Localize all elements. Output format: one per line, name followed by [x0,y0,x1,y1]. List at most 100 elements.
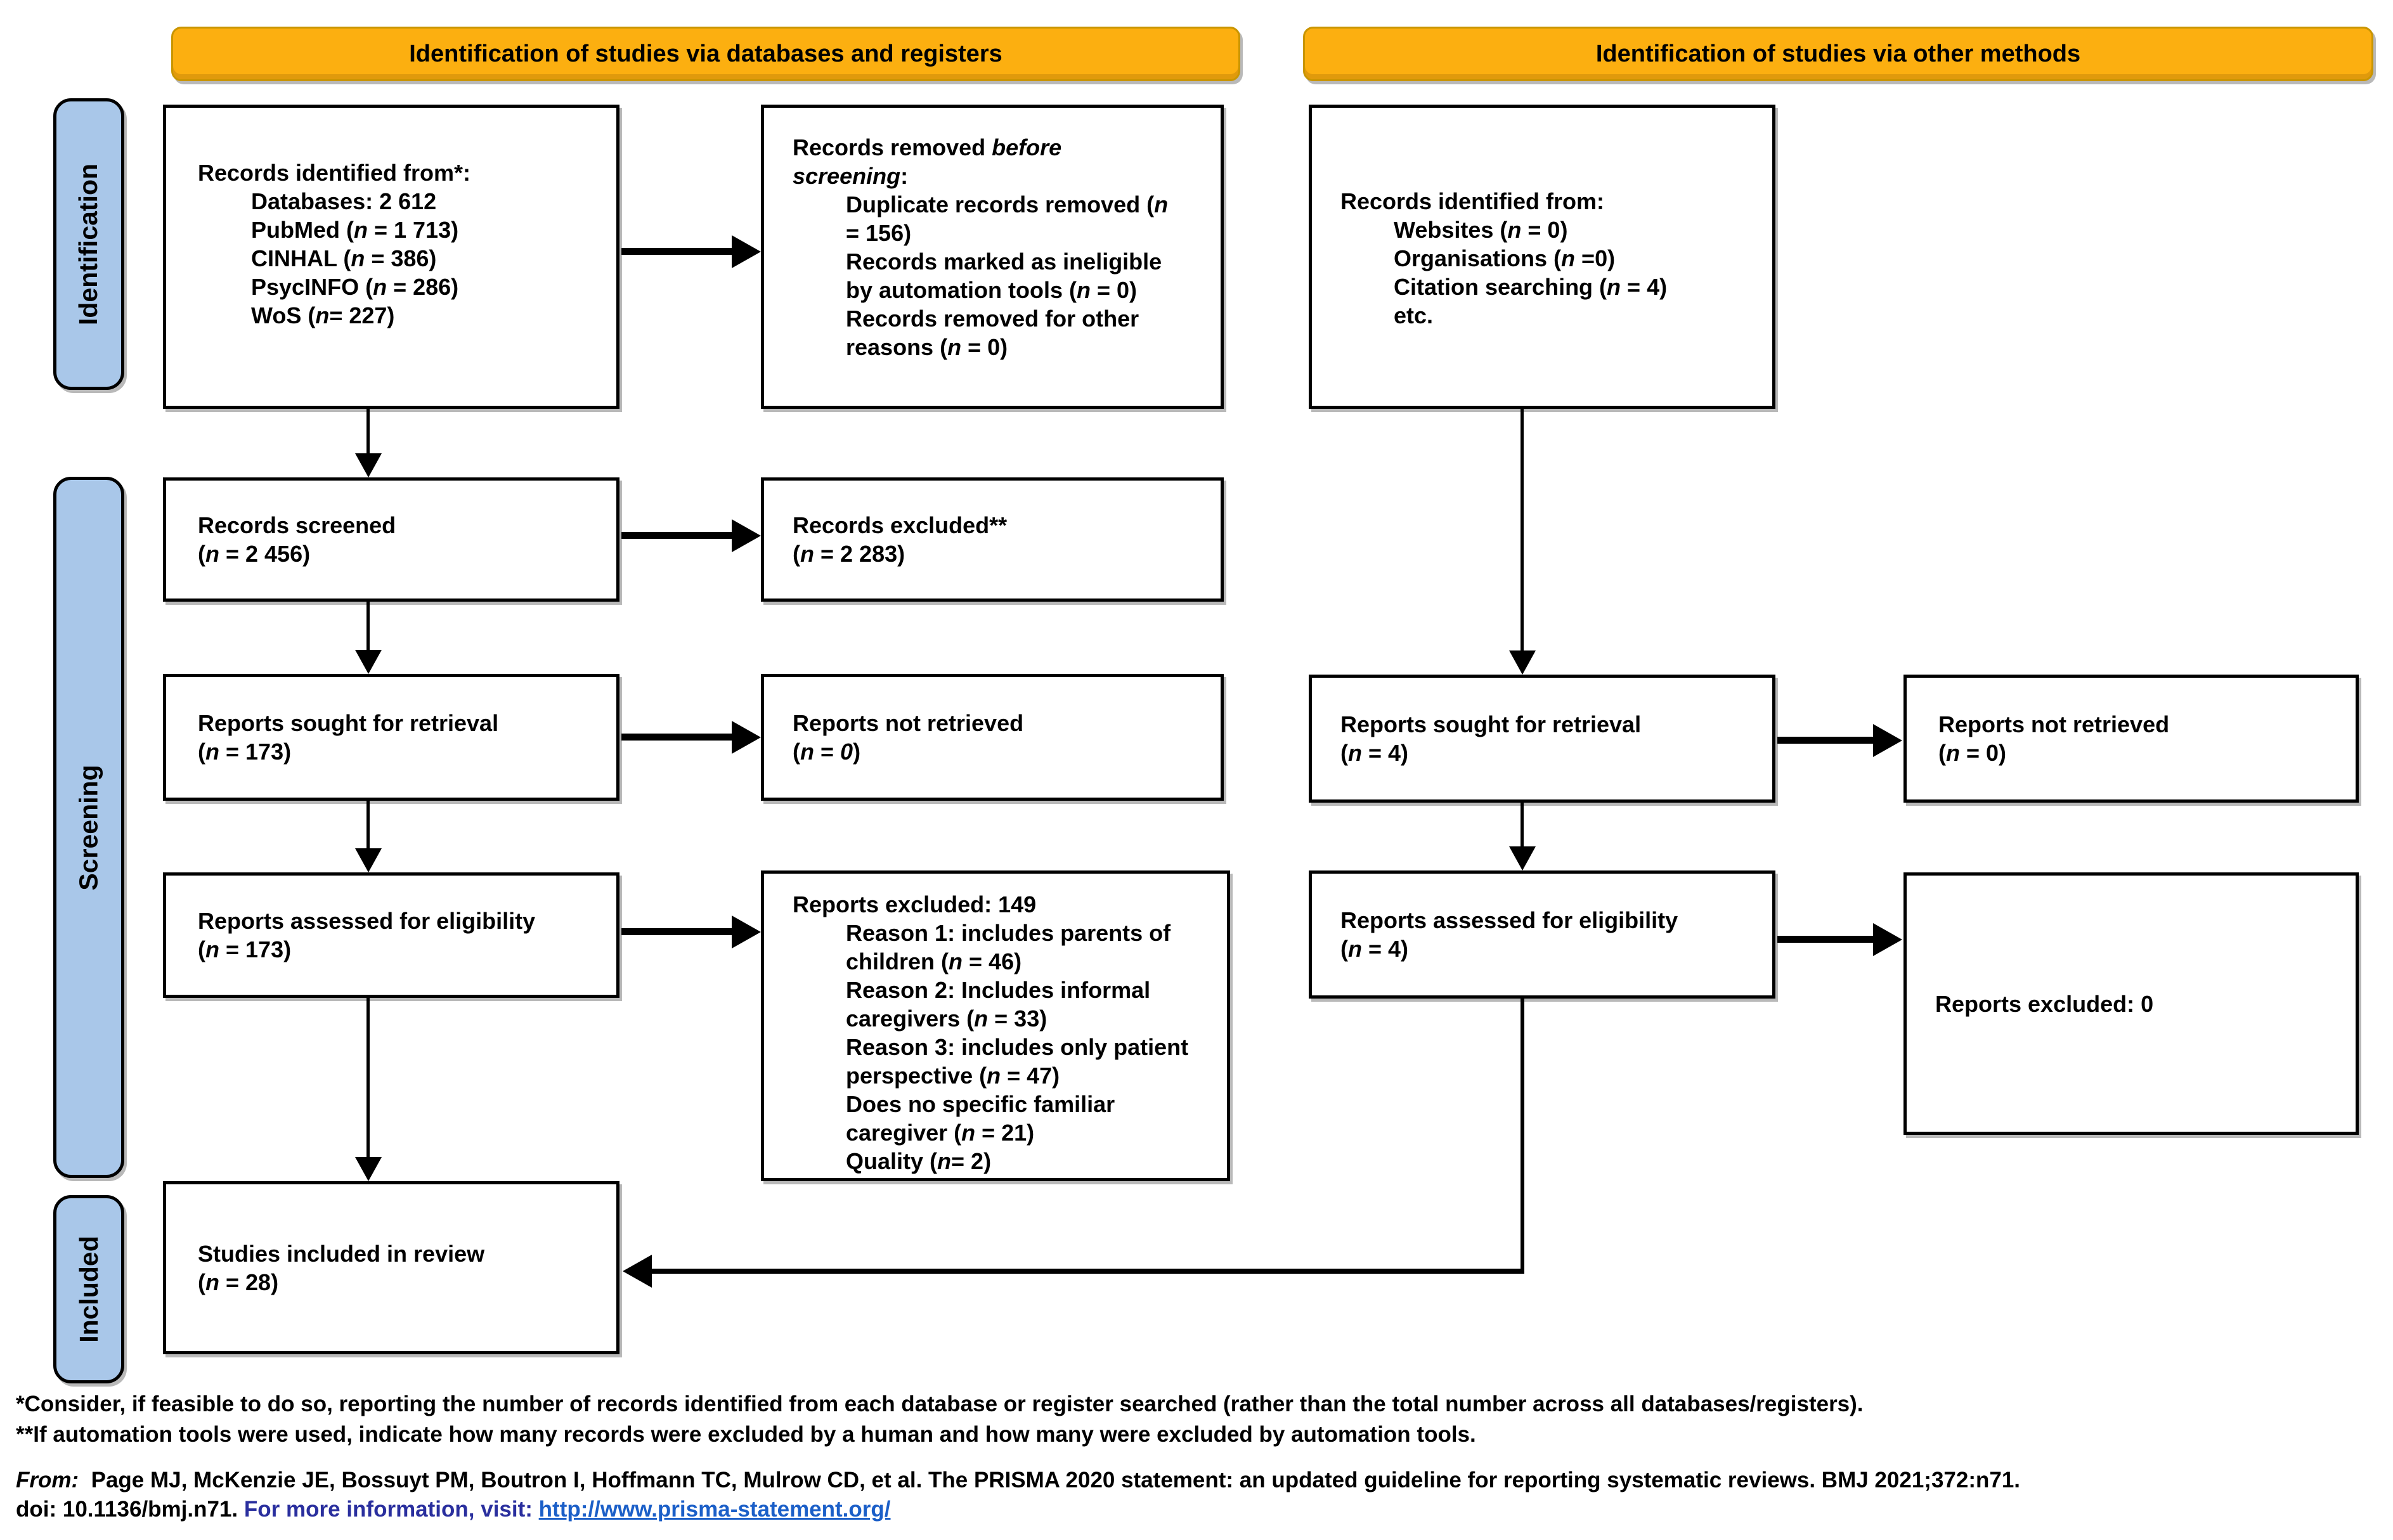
text-segment: Records removed for other [846,306,1139,332]
text-line: (n = 0) [1938,739,2356,767]
text-segment: n [1507,217,1522,243]
text-segment: = 47) [1001,1063,1060,1089]
text-segment: = 286) [387,274,459,300]
text-line: (n = 4) [1340,739,1772,767]
text-segment: ( [198,739,205,765]
text-segment: n [353,217,368,243]
text-segment: Databases: 2 612 [251,188,437,214]
text-segment: doi: 10.1136/bmj.n71. [16,1497,244,1522]
stage-label-identification: Identification [74,163,103,325]
text-segment: Duplicate records removed ( [846,191,1155,217]
text-segment: caregivers ( [846,1006,975,1032]
text-line: by automation tools (n = 0) [793,276,1211,304]
text-line: From: Page MJ, McKenzie JE, Bossuyt PM, … [16,1466,2020,1495]
text-segment: reasons ( [846,334,948,360]
text-line: Studies included in review [198,1239,616,1268]
text-segment: Records excluded** [793,512,1008,538]
text-segment: ( [1340,740,1348,766]
text-segment: n [1348,740,1362,766]
text-line: Reports assessed for eligibility [198,907,616,935]
stage-label-included: Included [74,1236,103,1343]
text-segment: n [205,936,219,962]
arrow-assessed-to-excluded-other [1777,922,1902,956]
text-segment: n [937,1148,952,1174]
text-line: caregivers (n = 33) [793,1004,1221,1033]
text-segment: n [1946,740,1960,766]
text-line: Records screened [198,511,616,540]
text-segment: etc. [1394,302,1434,328]
text-segment: = 28) [219,1269,279,1295]
text-line: Websites (n = 0) [1340,216,1760,244]
citation: From: Page MJ, McKenzie JE, Bossuyt PM, … [16,1466,2020,1524]
text-segment: Reason 3: includes only patient [846,1034,1189,1060]
text-segment: = 2 283) [814,541,905,567]
text-segment: n [987,1063,1001,1089]
text-segment: = 2 456) [219,541,311,567]
arrow-sought-to-assessed-other [1508,803,1536,870]
text-segment: by automation tools ( [846,277,1077,303]
text-segment: ( [1340,936,1348,962]
text-segment: ) [853,739,861,765]
prisma-statement-link[interactable]: http://www.prisma-statement.org/ [538,1497,891,1522]
stage-bar-identification: Identification [53,98,124,390]
text-segment: WoS ( [251,302,316,328]
text-segment: =0) [1575,245,1616,271]
text-line: (n = 173) [198,737,616,766]
text-line: doi: 10.1136/bmj.n71. For more informati… [16,1495,2020,1524]
text-segment: ( [793,541,800,567]
text-segment: n [1154,191,1169,217]
text-line: (n = 2 456) [198,540,616,568]
text-segment: Records removed [793,134,992,160]
text-segment: Records identified from*: [198,160,471,186]
text-segment: Reports sought for retrieval [198,710,499,736]
text-segment: n [1348,936,1362,962]
text-segment: Records marked as ineligible [846,249,1162,275]
box-reports-assessed-other: Reports assessed for eligibility(n = 4) [1309,870,1775,999]
text-segment: n [947,334,962,360]
text-segment: n [1561,245,1576,271]
text-segment: n [315,302,330,328]
arrow-screened-to-sought [354,602,382,674]
text-segment: n [1607,274,1621,300]
text-line: Records identified from: [1340,187,1760,216]
header-other-methods: Identification of studies via other meth… [1303,27,2373,81]
header-databases-label: Identification of studies via databases … [409,40,1002,67]
text-segment: Quality ( [846,1148,938,1174]
text-segment: before [992,134,1062,160]
text-segment: = 173) [219,936,292,962]
text-segment: Studies included in review [198,1240,485,1267]
text-line: Reports excluded: 149 [793,890,1221,919]
text-line: Records removed for other [793,304,1211,333]
text-segment: : [900,163,909,189]
text-line: Reports assessed for eligibility [1340,906,1772,935]
text-segment: = 0) [961,334,1008,360]
text-segment: n [949,948,963,974]
box-records-excluded: Records excluded**(n = 2 283) [761,477,1224,602]
text-line: Records removed before [793,133,1211,162]
text-line: (n = 2 283) [793,540,1221,568]
text-segment: n [800,739,814,765]
text-line: Does no specific familiar [793,1090,1221,1118]
text-segment: Websites ( [1394,217,1508,243]
text-segment: = 2) [951,1148,992,1174]
text-segment: perspective ( [846,1063,987,1089]
arrow-sought-to-not-retrieved-other [1777,723,1902,757]
box-reports-not-retrieved-databases: Reports not retrieved(n = 0) [761,674,1224,801]
text-segment: n [974,1006,989,1032]
text-line: children (n = 46) [793,947,1221,976]
stage-bar-screening: Screening [53,477,124,1178]
text-line: perspective (n = 47) [793,1061,1221,1090]
text-line: Reason 2: Includes informal [793,976,1221,1004]
text-segment: CINHAL ( [251,245,351,271]
text-segment: = 4) [1362,936,1409,962]
text-segment: children ( [846,948,949,974]
text-line: Reports excluded: 0 [1935,990,2356,1018]
text-segment: = 33) [988,1006,1047,1032]
text-line: Reports not retrieved [1938,710,2356,739]
arrow-screened-to-excluded [621,519,761,552]
text-line: PubMed (n = 1 713) [198,216,604,244]
text-segment: = 0) [1091,277,1138,303]
text-segment: = 0) [1960,740,2007,766]
text-line: Organisations (n =0) [1340,244,1760,273]
